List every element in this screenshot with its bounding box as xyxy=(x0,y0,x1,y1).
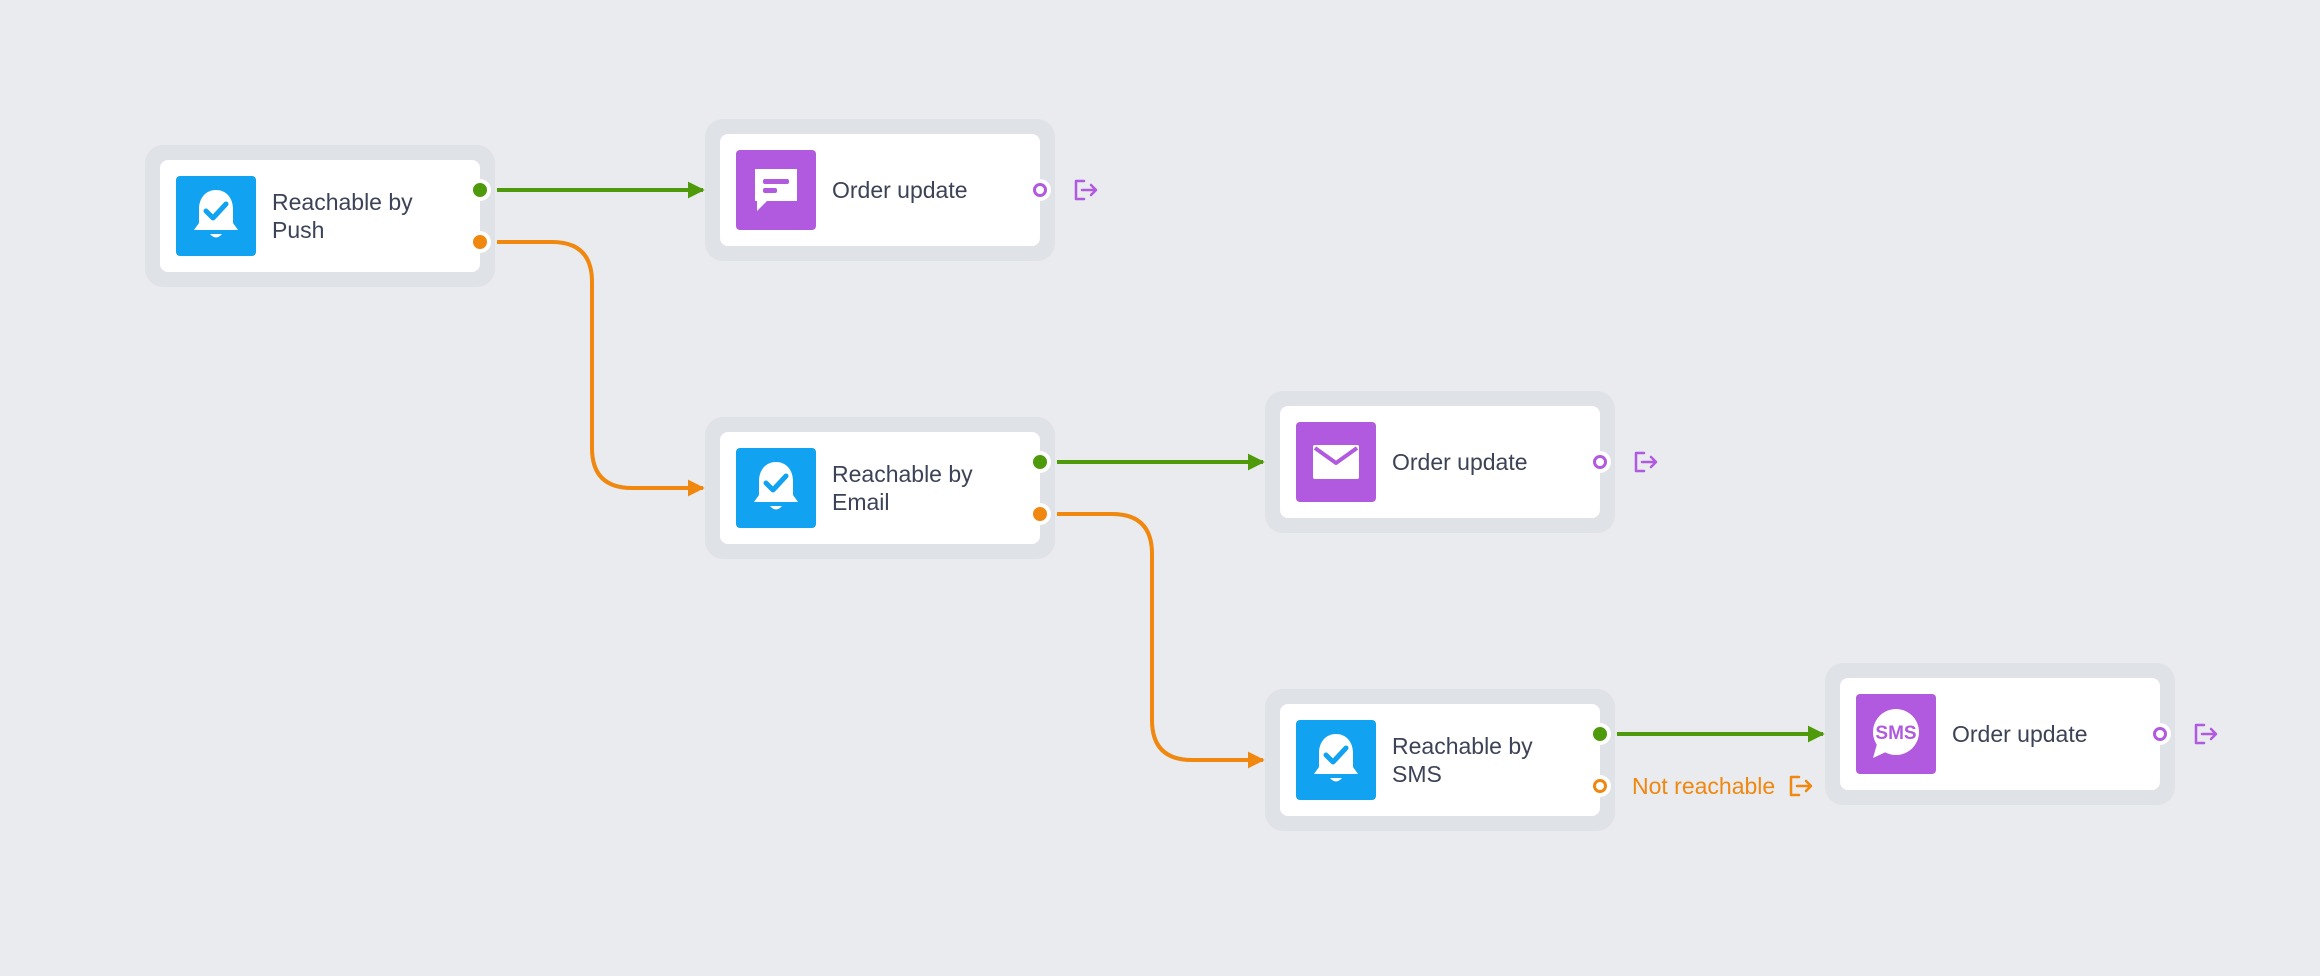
node-label: Reachable by Push xyxy=(272,189,413,243)
output-port[interactable] xyxy=(2153,727,2167,741)
no-port[interactable] xyxy=(1033,507,1047,521)
svg-text:SMS: SMS xyxy=(1875,723,1916,744)
bell-check-icon xyxy=(736,448,816,528)
node-label: Order update xyxy=(1392,449,1528,475)
envelope-icon xyxy=(1296,422,1376,502)
connector-push-no xyxy=(497,240,705,497)
email-check-node[interactable]: Reachable by Email xyxy=(720,432,1040,544)
yes-port[interactable] xyxy=(473,183,487,197)
bell-check-icon xyxy=(1296,720,1376,800)
exit-icon[interactable] xyxy=(1073,179,1099,201)
exit-icon[interactable] xyxy=(1788,775,1814,797)
node-label: Order update xyxy=(832,177,968,203)
sms-bubble-icon: SMS xyxy=(1856,694,1936,774)
sms-message-node[interactable]: SMS Order update xyxy=(1840,678,2160,790)
email-message-node[interactable]: Order update xyxy=(1280,406,1600,518)
node-label: Order update xyxy=(1952,721,2088,747)
connector-email-no xyxy=(1057,512,1265,769)
output-port[interactable] xyxy=(1593,455,1607,469)
sms-check-node[interactable]: Reachable by SMS xyxy=(1280,704,1600,816)
exit-icon[interactable] xyxy=(1633,451,1659,473)
node-label: Reachable by SMS xyxy=(1392,733,1533,787)
node-label: Reachable by Email xyxy=(832,461,973,515)
exit-icon[interactable] xyxy=(2193,723,2219,745)
yes-port[interactable] xyxy=(1033,455,1047,469)
bell-check-icon xyxy=(176,176,256,256)
output-port[interactable] xyxy=(1033,183,1047,197)
yes-port[interactable] xyxy=(1593,727,1607,741)
push-message-icon xyxy=(736,150,816,230)
push-message-node[interactable]: Order update xyxy=(720,134,1040,246)
push-check-node[interactable]: Reachable by Push xyxy=(160,160,480,272)
no-port[interactable] xyxy=(473,235,487,249)
not-reachable-label: Not reachable xyxy=(1632,773,1776,799)
no-port[interactable] xyxy=(1593,779,1607,793)
